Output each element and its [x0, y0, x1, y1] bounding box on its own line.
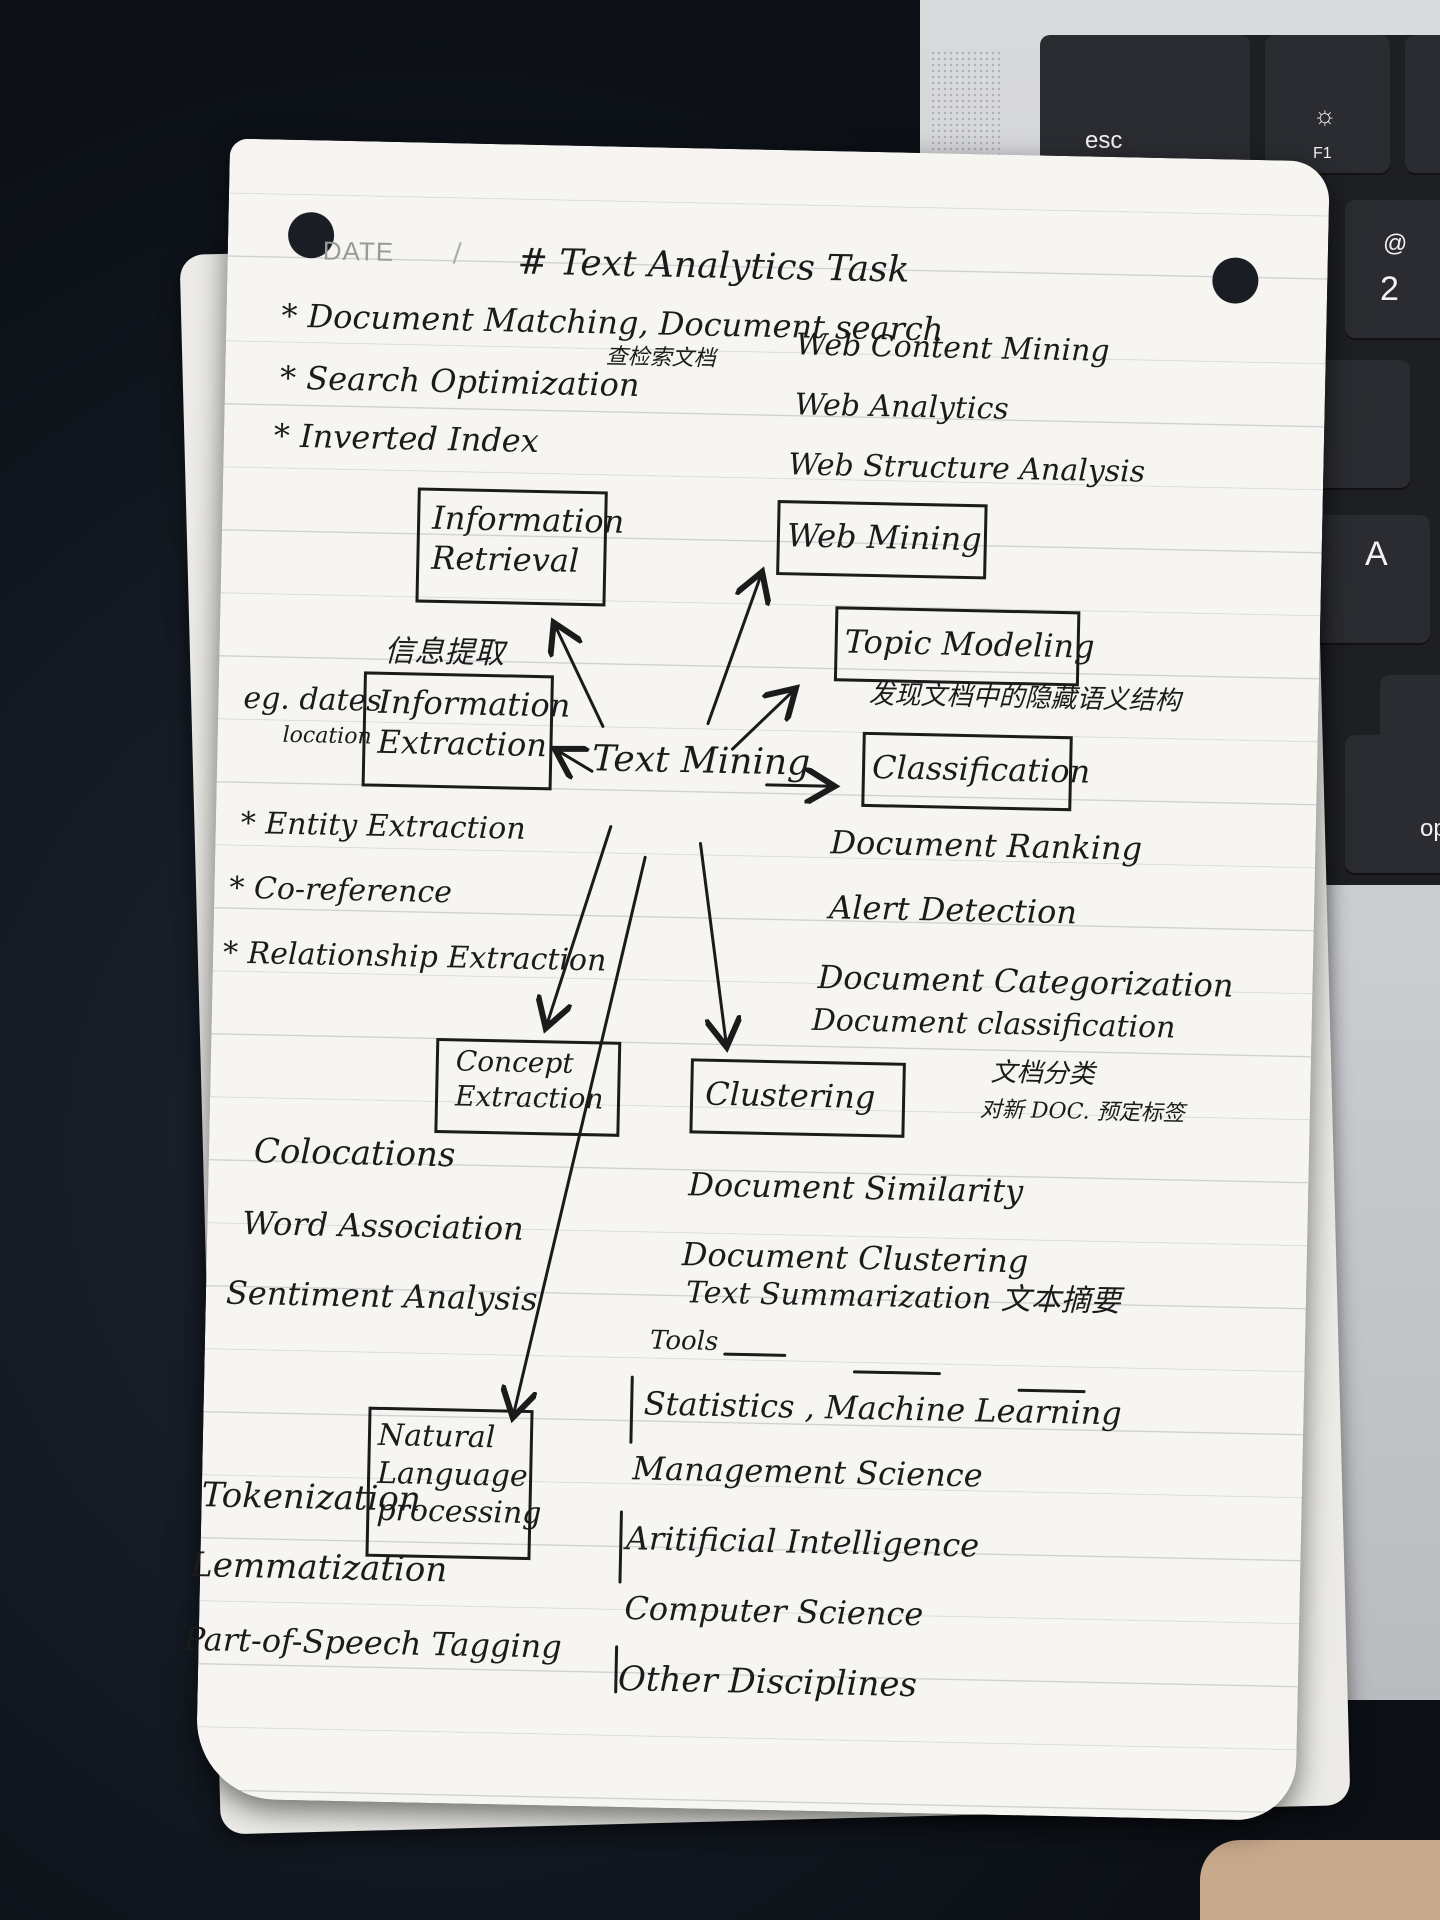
- diagram-arrows: [195, 138, 1086, 1694]
- tools-bracket: [614, 1645, 619, 1694]
- key-a-label: A: [1365, 535, 1388, 573]
- note-page: DATE / # Text Analytics Task * Document …: [183, 138, 1330, 1822]
- tools-underline: [852, 1370, 941, 1376]
- arrow-to-clustering: [698, 841, 730, 1044]
- arrow-to-concept-extraction: [547, 825, 613, 1026]
- f1-key-label: F1: [1313, 145, 1332, 162]
- arrow-to-classification: [765, 785, 832, 786]
- esc-key-label: esc: [1085, 127, 1123, 154]
- speaker-grille: [930, 50, 1000, 170]
- tools-bracket: [618, 1510, 623, 1584]
- arrow-to-web-mining: [706, 574, 761, 726]
- key-2-label: 2: [1380, 270, 1399, 308]
- key-2[interactable]: @ 2: [1345, 200, 1440, 340]
- esc-key[interactable]: esc: [1040, 35, 1250, 175]
- arrow-to-information-extraction: [557, 750, 594, 771]
- f1-key[interactable]: ☼ F1: [1265, 35, 1390, 175]
- foot: [1200, 1840, 1440, 1920]
- arrow-to-nlp: [513, 855, 647, 1417]
- arrow-to-information-retrieval: [553, 625, 605, 728]
- key-a[interactable]: A: [1310, 515, 1430, 645]
- f2-key[interactable]: [1405, 35, 1440, 175]
- option-key[interactable]: optic: [1345, 735, 1440, 875]
- tools-underline: [1017, 1388, 1086, 1394]
- key-2-symbol: @: [1383, 230, 1408, 257]
- sun-icon: ☼: [1313, 100, 1337, 130]
- tools-underline: [723, 1352, 787, 1357]
- arrow-to-topic-modeling: [730, 689, 793, 751]
- option-key-label: optic: [1420, 815, 1440, 842]
- tools-bracket: [629, 1375, 634, 1444]
